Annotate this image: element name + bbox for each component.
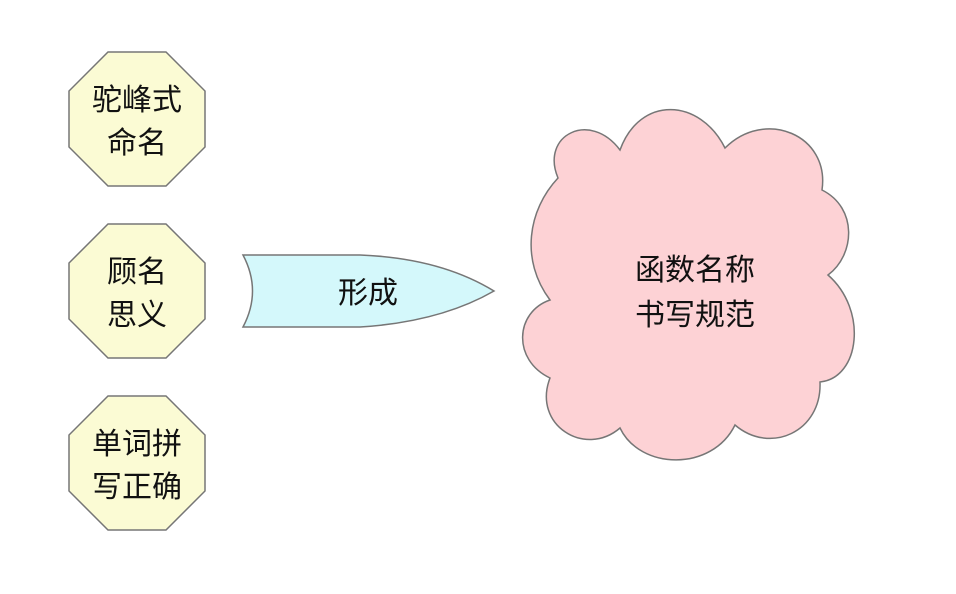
octagon-label-line2: 思义 (107, 298, 167, 333)
octagon-label-line2: 写正确 (92, 470, 182, 505)
arrow-shape (241, 254, 496, 328)
arrow-label: 形成 (338, 276, 398, 311)
cloud-label-line2: 书写规范 (635, 298, 755, 333)
octagon-label-line1: 驼峰式 (92, 83, 182, 118)
forms-arrow: 形成 (241, 254, 496, 328)
octagon-label-line1: 顾名 (107, 255, 167, 290)
octagon-shape (68, 395, 206, 531)
result-cloud: 函数名称 书写规范 (521, 108, 856, 461)
octagon-label-line1: 单词拼 (92, 427, 182, 462)
octagon-shape (68, 223, 206, 359)
octagon-label-line2: 命名 (107, 126, 167, 161)
cloud-shape (521, 108, 856, 461)
concept-octagon-self-explanatory: 顾名 思义 (68, 223, 206, 359)
concept-octagon-correct-spelling: 单词拼 写正确 (68, 395, 206, 531)
octagon-shape (68, 51, 206, 187)
concept-octagon-camel-case: 驼峰式 命名 (68, 51, 206, 187)
cloud-label-line1: 函数名称 (635, 253, 755, 288)
